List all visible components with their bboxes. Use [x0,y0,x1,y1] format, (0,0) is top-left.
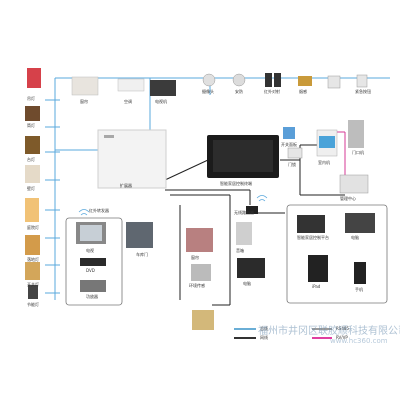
label-power-amp: 功放器 [86,294,98,299]
label-left-3: 台灯 [27,157,35,162]
extender-box [97,129,167,189]
touchscreen-screen [213,140,273,172]
legend-label-bus: 总线 [260,326,268,331]
mobile-devices [297,213,375,284]
label-env-sensor: 环境传感 [189,283,205,288]
label-garage: 车库门 [136,252,148,257]
label-door-station: 门口机 [352,150,364,155]
label-top-right-5: 紧急按钮 [355,89,371,94]
label-left-2: 筒灯 [27,123,35,128]
av-group-frame [65,217,123,306]
label-pc-remote: 智能家居控制平台 [297,235,329,240]
label-ir: 红外转发器 [89,208,109,213]
label-lock: 门锁 [288,162,296,167]
extender-logo [104,135,114,138]
legend-label-rs485: RS485 [336,326,349,331]
bus-lines [45,77,390,300]
label-left-7: 开关灯 [27,282,39,287]
label-extender: 扩展器 [120,183,132,188]
label-top-1: 窗帘 [80,99,88,104]
label-phone: 手机 [355,287,363,292]
legend-swatch-rs485 [312,328,332,330]
label-projector: 窗帘 [191,255,199,260]
label-indoor-unit: 室内机 [318,160,330,165]
network-lines [164,144,345,306]
mobile-group-frame [286,204,388,304]
label-left-8: 节能灯 [27,302,39,307]
label-left-6: 落地灯 [27,257,39,262]
label-left-4: 壁灯 [27,186,35,191]
label-top-right-3: 红外对射 [264,89,280,94]
watermark-url: www.hc360.com [330,337,388,345]
av-devices [76,222,106,292]
label-touchscreen: 智能家居控制终端 [220,181,252,186]
legend-label-rvvp: RV/VP [336,335,348,340]
label-top-2: 空调 [124,99,132,104]
wifi-icon [78,195,268,216]
label-left-5: 庭院灯 [27,225,39,230]
watermark: 福州市井冈区联胶顺科技有限公司 [258,326,400,337]
label-audio: 音箱 [236,248,244,253]
right-devices [283,120,369,194]
top-devices [71,73,368,96]
legend-label-network: 网线 [260,335,268,340]
middle-devices [126,206,265,330]
label-top-right-4: 烟感 [299,89,307,94]
label-dvd: DVD [86,268,95,273]
legend-swatch-rvvp [312,337,332,339]
label-top-right-2: 安防 [235,89,243,94]
left-lamps [25,68,41,299]
label-left-1: 吊灯 [27,96,35,101]
legend-swatch-bus [234,328,256,330]
label-ipad: iPad [312,284,321,289]
label-switch-panel: 开关面板 [281,142,297,147]
label-top-right-1: 摄像头 [202,89,214,94]
label-top-3: 电视机 [155,99,167,104]
label-computer: 电脑 [243,281,251,286]
legend-swatch-network [234,337,256,339]
label-laptop: 电脑 [351,235,359,240]
label-router: 无线路由器 [234,210,254,215]
label-manage-center: 管理中心 [340,196,356,201]
label-tv: 电视 [86,248,94,253]
